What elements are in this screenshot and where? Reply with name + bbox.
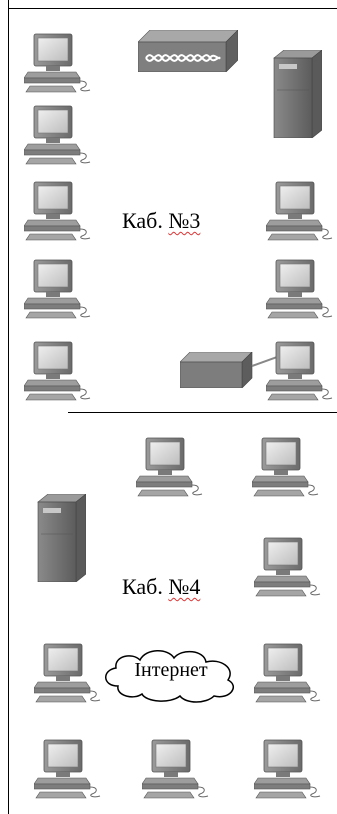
computer-icon[interactable] [254,642,324,704]
computer-icon[interactable] [136,436,206,498]
computer-icon[interactable] [142,738,212,800]
computer-icon[interactable] [252,436,322,498]
cloud-label: Інтернет [96,660,246,680]
computer-icon[interactable] [266,180,336,242]
server-icon[interactable] [270,50,322,138]
computer-icon[interactable] [24,258,94,320]
room-label-prefix: Каб. [122,208,163,233]
room-label-3: Каб. №3 [122,210,200,232]
computer-icon[interactable] [254,536,324,598]
room-label-number: №4 [168,574,200,599]
room-label-4: Каб. №4 [122,576,200,598]
computer-icon[interactable] [24,340,94,402]
room-divider-line [68,412,337,413]
computer-icon[interactable] [34,738,104,800]
computer-icon[interactable] [266,340,336,402]
switch-icon[interactable] [180,352,280,388]
computer-icon[interactable] [266,258,336,320]
frame-top-border [8,8,337,9]
room-label-prefix: Каб. [122,574,163,599]
computer-icon[interactable] [34,642,104,704]
hub-icon[interactable] [138,30,238,72]
room-label-number: №3 [168,208,200,233]
computer-icon[interactable] [24,32,94,94]
internet-cloud[interactable]: Інтернет [96,642,246,704]
computer-icon[interactable] [24,104,94,166]
server-icon[interactable] [34,494,86,582]
computer-icon[interactable] [254,738,324,800]
frame-left-border [8,0,9,814]
computer-icon[interactable] [24,180,94,242]
